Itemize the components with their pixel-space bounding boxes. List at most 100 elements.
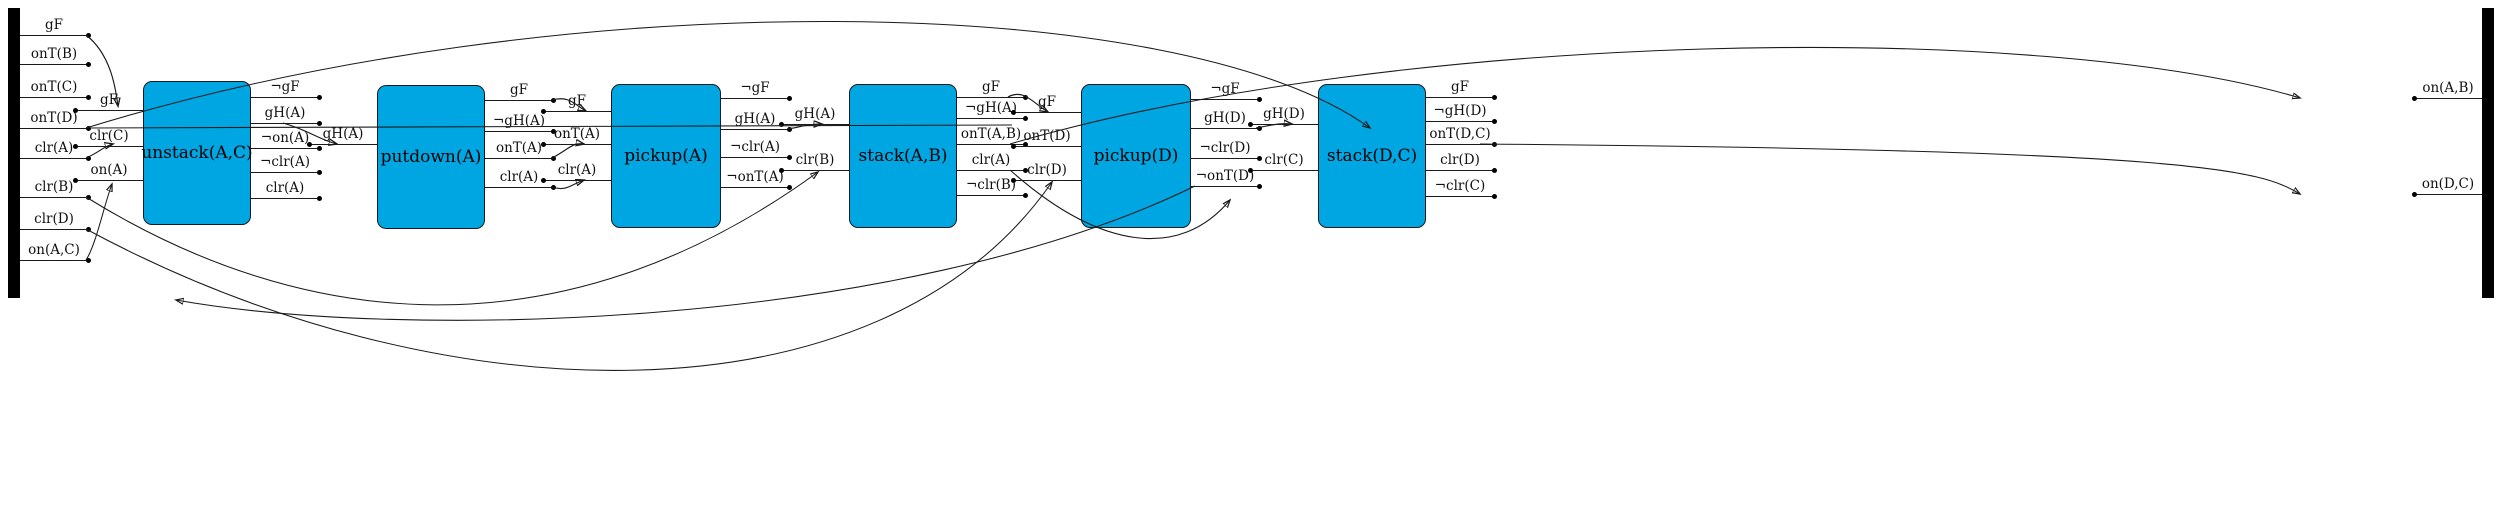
- precond-unstack-0-rule: [75, 110, 143, 111]
- precond-stackdc-0-rule: [1250, 124, 1318, 125]
- effect-unstack-1-terminal: [317, 121, 322, 126]
- precond-stackab-1-rule: [781, 170, 849, 171]
- goal-literal-0-rule: [2414, 98, 2482, 99]
- link-putdown-onta-pickup: [551, 144, 584, 159]
- action-node-pickupd[interactable]: pickup(D): [1081, 84, 1191, 228]
- effect-putdown-0-rule: [485, 100, 553, 101]
- precond-putdown-0-label: gH(A): [322, 126, 364, 142]
- action-node-stackdc[interactable]: stack(D,C): [1318, 84, 1426, 228]
- goal-literal-0-label: on(A,B): [2422, 80, 2474, 96]
- precond-pickup-2-rule: [543, 180, 611, 181]
- precond-unstack-0-terminal: [73, 108, 78, 113]
- precond-pickup-0-label: gF: [567, 93, 587, 109]
- effect-pickupd-3-rule: [1191, 186, 1259, 187]
- precond-pickupd-1-terminal: [1011, 144, 1016, 149]
- effect-putdown-2-terminal: [551, 156, 556, 161]
- effect-stackdc-2-label: onT(D,C): [1429, 126, 1491, 142]
- action-node-putdown[interactable]: putdown(A): [377, 85, 485, 229]
- precond-stackab-1-label: clr(B): [795, 152, 835, 168]
- effect-stackab-0-rule: [957, 97, 1025, 98]
- effect-stackdc-4-label: ¬clr(C): [1434, 178, 1486, 194]
- init-literal-6-label: clr(D): [34, 211, 74, 227]
- effect-pickup-0-terminal: [787, 96, 792, 101]
- link-stackab-onab-goal: [1009, 46, 2300, 145]
- link-stackdc-ondc-goal: [1479, 143, 2300, 194]
- effect-unstack-2-terminal: [317, 146, 322, 151]
- precond-stackdc-1-rule: [1250, 170, 1318, 171]
- goal-state-bar: [2482, 8, 2494, 298]
- effect-unstack-4-terminal: [317, 196, 322, 201]
- precond-unstack-0-label: gF: [99, 92, 119, 108]
- init-literal-2-label: onT(C): [30, 79, 78, 95]
- init-literal-0-label: gF: [44, 17, 64, 33]
- precond-stackdc-1-terminal: [1248, 168, 1253, 173]
- effect-stackab-1-terminal: [1023, 116, 1028, 121]
- effect-pickupd-2-rule: [1191, 158, 1259, 159]
- effect-stackdc-2-rule: [1426, 144, 1494, 145]
- precond-pickupd-0-label: gF: [1037, 94, 1057, 110]
- effect-pickupd-1-label: gH(D): [1204, 110, 1246, 126]
- precond-pickupd-2-label: clr(D): [1027, 162, 1067, 178]
- effect-stackdc-3-terminal: [1492, 168, 1497, 173]
- precond-pickupd-1-rule: [1013, 146, 1081, 147]
- precond-pickupd-0-terminal: [1011, 110, 1016, 115]
- effect-putdown-1-rule: [485, 131, 553, 132]
- precond-pickup-1-terminal: [541, 142, 546, 147]
- effect-stackdc-2-terminal: [1492, 142, 1497, 147]
- effect-pickup-2-terminal: [787, 155, 792, 160]
- effect-stackab-1-rule: [957, 118, 1025, 119]
- effect-stackdc-0-label: gF: [1450, 79, 1470, 95]
- action-node-pickup[interactable]: pickup(A): [611, 84, 721, 228]
- goal-literal-0-terminal: [2412, 96, 2417, 101]
- init-literal-7-terminal: [86, 258, 91, 263]
- init-literal-5-rule: [20, 197, 88, 198]
- action-node-unstack[interactable]: unstack(A,C): [141, 81, 253, 225]
- init-literal-0-rule: [20, 35, 88, 36]
- effect-pickupd-2-label: ¬clr(D): [1199, 140, 1251, 156]
- effect-unstack-3-terminal: [317, 170, 322, 175]
- effect-pickupd-1-terminal: [1257, 126, 1262, 131]
- effect-unstack-4-label: clr(A): [265, 180, 305, 196]
- effect-pickup-3-terminal: [787, 185, 792, 190]
- precond-putdown-0-rule: [309, 144, 377, 145]
- effect-unstack-2-label: ¬on(A): [260, 130, 310, 146]
- precond-stackab-0-terminal: [779, 122, 784, 127]
- effect-putdown-3-terminal: [551, 185, 556, 190]
- precond-pickup-0-rule: [543, 111, 611, 112]
- effect-stackab-4-terminal: [1023, 193, 1028, 198]
- effect-stackab-2-rule: [957, 144, 1025, 145]
- effect-stackab-0-label: gF: [981, 79, 1001, 95]
- init-literal-0-terminal: [86, 33, 91, 38]
- effect-stackdc-0-terminal: [1492, 95, 1497, 100]
- action-node-stackab[interactable]: stack(A,B): [849, 84, 957, 228]
- effect-stackab-1-label: ¬gH(A): [964, 100, 1018, 116]
- effect-stackab-4-rule: [957, 195, 1025, 196]
- effect-unstack-0-terminal: [317, 95, 322, 100]
- effect-stackab-0-terminal: [1023, 95, 1028, 100]
- effect-pickupd-1-rule: [1191, 128, 1259, 129]
- init-literal-2-rule: [20, 97, 88, 98]
- precond-pickup-1-label: onT(A): [553, 126, 601, 142]
- effect-putdown-2-rule: [485, 158, 553, 159]
- precond-unstack-2-terminal: [73, 178, 78, 183]
- effect-stackdc-4-rule: [1426, 196, 1494, 197]
- effect-putdown-3-label: clr(A): [499, 169, 539, 185]
- effect-stackab-3-rule: [957, 170, 1025, 171]
- precond-unstack-1-terminal: [73, 144, 78, 149]
- link-putdown-clra-pickup: [551, 180, 584, 190]
- precond-stackdc-0-terminal: [1248, 122, 1253, 127]
- effect-pickupd-0-label: ¬gF: [1210, 81, 1240, 97]
- effect-pickup-3-label: ¬onT(A): [726, 169, 784, 185]
- precond-stackab-1-terminal: [779, 168, 784, 173]
- precond-pickup-2-label: clr(A): [557, 162, 597, 178]
- precond-pickupd-1-label: onT(D): [1023, 128, 1071, 144]
- effect-unstack-4-rule: [251, 198, 319, 199]
- effect-unstack-0-label: ¬gF: [270, 79, 300, 95]
- init-literal-2-terminal: [86, 95, 91, 100]
- effect-pickup-1-label: gH(A): [734, 111, 776, 127]
- precond-unstack-2-rule: [75, 180, 143, 181]
- init-literal-6-terminal: [86, 227, 91, 232]
- effect-putdown-1-terminal: [551, 129, 556, 134]
- init-literal-4-label: clr(A): [34, 140, 74, 156]
